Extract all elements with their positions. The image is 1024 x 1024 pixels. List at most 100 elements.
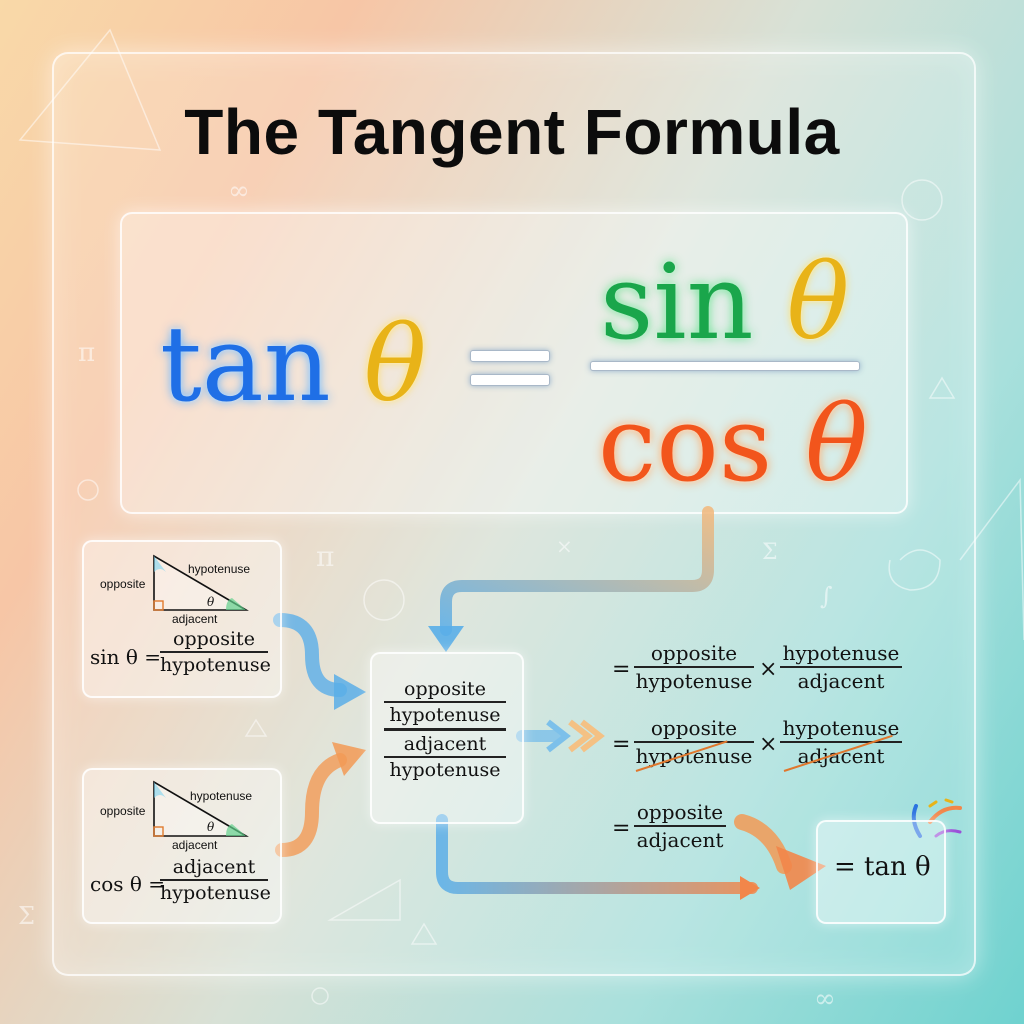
pi-symbol-decoration: π (316, 540, 335, 573)
result-box (816, 820, 946, 924)
theta-symbol: θ (805, 383, 868, 505)
sin-ratio-bar (160, 651, 268, 653)
confetti-icon (934, 829, 962, 838)
compound-top-denominator: hypotenuse (389, 704, 501, 726)
step1-right-fraction: hypotenuse adjacent (780, 641, 902, 693)
step1-left-denominator: hypotenuse (635, 669, 753, 693)
sin-angle-label: θ (207, 595, 215, 609)
integral-symbol-decoration: ∫ (820, 582, 833, 610)
result-text: = tan θ (834, 852, 931, 882)
sin-definition-card (82, 540, 282, 698)
step2-left-numerator: opposite (650, 716, 738, 740)
pi-symbol-decoration: π (78, 338, 96, 368)
step1-times: × (759, 657, 778, 682)
sin-ratio-denominator: hypotenuse (160, 654, 271, 676)
step2-right-denominator: adjacent (797, 744, 885, 768)
step1-right-numerator: hypotenuse (782, 641, 900, 665)
triangle-decoration (244, 718, 268, 737)
steps-arrow-head (546, 719, 571, 753)
circle-decoration (901, 179, 943, 221)
step3-denominator: adjacent (636, 828, 724, 852)
cos-ratio-bar (160, 879, 268, 881)
main-formula-numerator: sin θ (600, 250, 849, 354)
step2-equals: = (612, 732, 631, 757)
arrow-down-head (428, 626, 464, 652)
step1-right-bar (780, 666, 902, 668)
step2-right-fraction: hypotenuse adjacent (780, 716, 902, 768)
cos-arrow-shaft (275, 753, 347, 857)
circle-decoration (363, 579, 405, 621)
main-fraction-bar (590, 361, 860, 371)
main-formula-denominator: cos θ (598, 392, 868, 496)
triangle-decoration (327, 878, 401, 921)
compound-top-bar (384, 701, 506, 703)
cos-ratio-numerator: adjacent (172, 856, 256, 878)
triangle-decoration (928, 376, 956, 399)
cos-angle-label: θ (207, 820, 215, 834)
step2-left-fraction: opposite hypotenuse (634, 716, 754, 768)
swoosh-arrow-head (776, 846, 826, 890)
compound-main-bar (384, 728, 506, 731)
step2-times: × (759, 732, 778, 757)
chevron-right-icon (568, 719, 593, 753)
step1-equals: = (612, 657, 631, 682)
sin-arrow-shaft (273, 613, 347, 697)
sin-ratio-numerator: opposite (173, 628, 255, 650)
cos-function: cos (598, 383, 773, 505)
circle-decoration (311, 987, 329, 1005)
page-title: The Tangent Formula (184, 96, 840, 168)
cos-definition-card (82, 768, 282, 924)
step3-equals: = (612, 816, 631, 841)
infinity-symbol-decoration: ∞ (814, 984, 836, 1014)
sin-arrow-head (334, 674, 366, 710)
cos-hypotenuse-label: hypotenuse (190, 789, 253, 803)
compound-bottom-bar (384, 756, 506, 758)
sigma-symbol-decoration: Σ (18, 902, 35, 930)
triangle-decoration (18, 28, 162, 151)
tan-function: tan (160, 303, 331, 425)
equals-sign-bottom-bar (470, 374, 550, 386)
cos-arrow-head (332, 742, 366, 776)
compound-fraction-card (370, 652, 524, 824)
result-arrow-shaft (436, 814, 758, 894)
cos-opposite-label: opposite (100, 804, 146, 818)
confetti-icon (928, 805, 962, 824)
cos-ratio-fraction: adjacent hypotenuse (160, 856, 271, 904)
confetti-icon (928, 798, 954, 808)
cos-adjacent-label: adjacent (172, 838, 218, 852)
step1-left-fraction: opposite hypotenuse (634, 641, 754, 693)
sin-ratio-fraction: opposite hypotenuse (160, 628, 271, 676)
chevron-right-icon (580, 719, 605, 753)
step3-fraction: opposite adjacent (634, 800, 726, 852)
compound-top-numerator: opposite (404, 678, 486, 700)
cos-ratio-denominator: hypotenuse (160, 882, 271, 904)
infinity-symbol-decoration: ∞ (228, 176, 250, 206)
step3-bar (634, 825, 726, 827)
main-formula-lhs: tan θ (160, 312, 426, 416)
spiral-decoration (888, 549, 941, 591)
triangle-decoration (410, 922, 438, 945)
result-arrow-head (740, 876, 760, 900)
circle-decoration (77, 479, 99, 501)
theta-symbol: θ (363, 303, 427, 425)
compound-bottom-denominator: hypotenuse (389, 759, 501, 781)
triangle-decoration (959, 477, 1024, 641)
step1-left-bar (634, 666, 754, 668)
step1-left-numerator: opposite (650, 641, 738, 665)
sigma-symbol-decoration: Σ (762, 540, 778, 565)
cos-equation-lhs: cos θ = (90, 872, 166, 896)
compound-bottom-numerator: adjacent (403, 733, 487, 755)
sin-function: sin (600, 241, 754, 363)
step2-right-numerator: hypotenuse (782, 716, 900, 740)
compound-fraction: opposite hypotenuse adjacent hypotenuse (384, 678, 506, 781)
times-symbol-decoration: × (556, 534, 573, 558)
connector-arrow-shaft (440, 506, 714, 636)
theta-symbol: θ (786, 241, 850, 363)
sin-equation-lhs: sin θ = (90, 645, 162, 669)
step3-numerator: opposite (636, 800, 724, 824)
step2-left-bar (634, 741, 754, 743)
